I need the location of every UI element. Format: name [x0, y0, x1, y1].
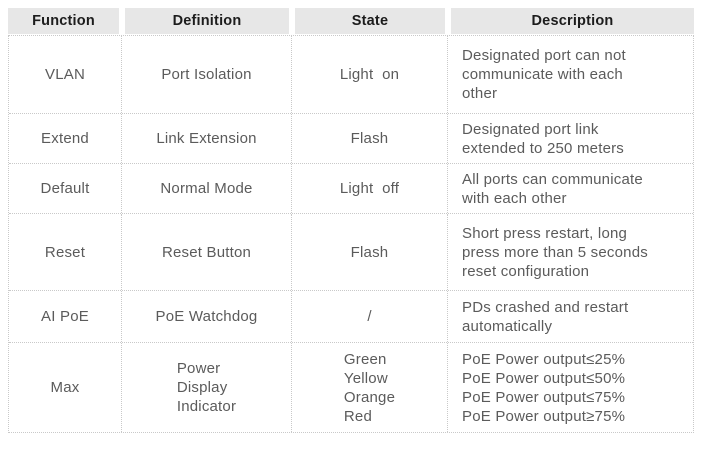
led-indicator-table: Function Definition State Description VL…	[8, 8, 694, 433]
cell-text: Max	[50, 379, 80, 396]
cell-state: Green Yellow Orange Red	[292, 343, 448, 432]
cell-text: Default	[40, 180, 90, 197]
cell-function: Extend	[9, 114, 122, 163]
cell-text: VLAN	[45, 66, 85, 83]
cell-text: Port Isolation	[161, 66, 252, 83]
cell-function: VLAN	[9, 36, 122, 113]
cell-text: Normal Mode	[160, 180, 253, 197]
table-row-extend: Extend Link Extension Flash Designated p…	[9, 114, 693, 164]
cell-text: Extend	[41, 130, 89, 147]
cell-definition: Normal Mode	[122, 164, 292, 213]
column-header-function: Function	[8, 8, 119, 34]
cell-text: /	[367, 308, 372, 325]
table-row-max: Max Power Display Indicator Green Yellow…	[9, 343, 693, 432]
cell-text: Flash	[350, 243, 389, 261]
cell-description: PoE Power output≤25% PoE Power output≤50…	[448, 343, 693, 432]
table-body: VLAN Port Isolation Light on Designated …	[8, 35, 694, 433]
column-header-description: Description	[451, 8, 694, 34]
table-row-ai-poe: AI PoE PoE Watchdog / PDs crashed and re…	[9, 291, 693, 343]
table-row-vlan: VLAN Port Isolation Light on Designated …	[9, 36, 693, 114]
cell-text: Power Display Indicator	[176, 360, 237, 415]
cell-text: All ports can communicate with each othe…	[462, 170, 643, 207]
cell-text: PoE Watchdog	[155, 308, 258, 325]
cell-definition: Reset Button	[122, 214, 292, 290]
cell-text: PDs crashed and restart automatically	[462, 298, 629, 335]
table-row-reset: Reset Reset Button Flash Short press res…	[9, 214, 693, 291]
cell-text: PoE Power output≤25% PoE Power output≤50…	[462, 350, 626, 425]
cell-function: AI PoE	[9, 291, 122, 342]
cell-text: Green Yellow Orange Red	[343, 350, 396, 425]
cell-description: PDs crashed and restart automatically	[448, 291, 693, 342]
cell-state: Flash	[292, 214, 448, 290]
cell-state: Flash	[292, 114, 448, 163]
cell-text: Reset Button	[161, 243, 252, 261]
table-row-default: Default Normal Mode Light off All ports …	[9, 164, 693, 214]
cell-state: Light off	[292, 164, 448, 213]
cell-text: Designated port can not communicate with…	[462, 47, 626, 102]
cell-text: Light on	[339, 66, 400, 83]
cell-description: Short press restart, long press more tha…	[448, 214, 693, 290]
table-header-row: Function Definition State Description	[8, 8, 694, 34]
cell-function: Default	[9, 164, 122, 213]
cell-function: Max	[9, 343, 122, 432]
cell-description: Designated port link extended to 250 met…	[448, 114, 693, 163]
cell-description: All ports can communicate with each othe…	[448, 164, 693, 213]
cell-state: /	[292, 291, 448, 342]
cell-definition: Link Extension	[122, 114, 292, 163]
cell-text: Reset	[44, 243, 86, 261]
cell-definition: Port Isolation	[122, 36, 292, 113]
cell-text: Designated port link extended to 250 met…	[462, 120, 625, 157]
cell-text: Flash	[350, 130, 389, 147]
cell-text: AI PoE	[41, 308, 89, 325]
cell-definition: Power Display Indicator	[122, 343, 292, 432]
column-header-state: State	[295, 8, 445, 34]
cell-description: Designated port can not communicate with…	[448, 36, 693, 113]
column-header-definition: Definition	[125, 8, 289, 34]
cell-text: Link Extension	[156, 130, 257, 147]
cell-definition: PoE Watchdog	[122, 291, 292, 342]
cell-state: Light on	[292, 36, 448, 113]
cell-function: Reset	[9, 214, 122, 290]
cell-text: Short press restart, long press more tha…	[462, 224, 648, 280]
cell-text: Light off	[339, 180, 400, 197]
